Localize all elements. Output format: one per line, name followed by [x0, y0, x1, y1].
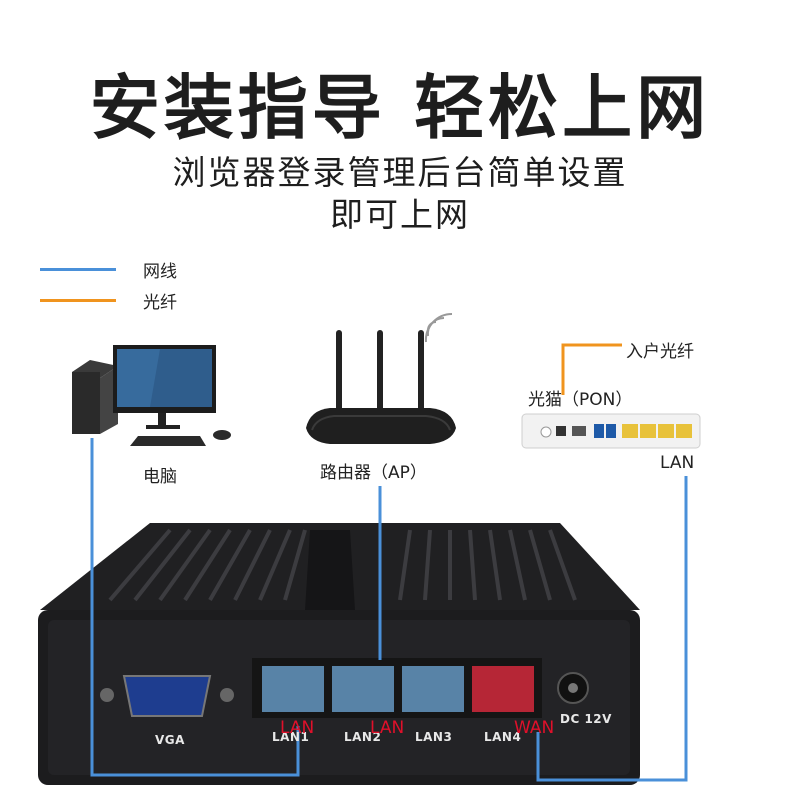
lan4-port-label: LAN4	[484, 730, 522, 744]
pc-illustration	[72, 345, 231, 446]
cable-lines	[90, 438, 688, 782]
overlay-wan: WAN	[514, 718, 555, 738]
vga-port-label: VGA	[155, 733, 185, 747]
subtitle-line1: 浏览器登录管理后台简单设置	[172, 153, 628, 192]
legend-cable-swatch	[40, 268, 116, 271]
ont-lan-label: LAN	[660, 453, 695, 473]
overlay-lan-b: LAN	[370, 718, 405, 738]
fiber-line	[561, 343, 622, 395]
legend-fiber-swatch	[40, 299, 116, 302]
pc-label: 电脑	[143, 467, 177, 487]
dc-port-label: DC 12V	[560, 712, 612, 726]
subtitle-line2: 即可上网	[330, 195, 470, 234]
mini-pc-box	[38, 523, 640, 785]
overlay-lan-a: LAN	[280, 718, 315, 738]
lan1-port-label: LAN1	[272, 730, 310, 744]
lan3-port-label: LAN3	[415, 730, 453, 744]
legend-cable-label: 网线	[143, 262, 177, 282]
ont-label: 光猫（PON）	[528, 390, 633, 410]
router-illustration	[306, 312, 456, 444]
legend-fiber-label: 光纤	[143, 293, 177, 313]
lan2-port-label: LAN2	[344, 730, 382, 744]
router-label: 路由器（AP）	[320, 463, 427, 483]
page-title: 安装指导 轻松上网	[89, 67, 711, 149]
ont-illustration	[521, 413, 701, 449]
fiber-in-label: 入户光纤	[626, 342, 694, 362]
